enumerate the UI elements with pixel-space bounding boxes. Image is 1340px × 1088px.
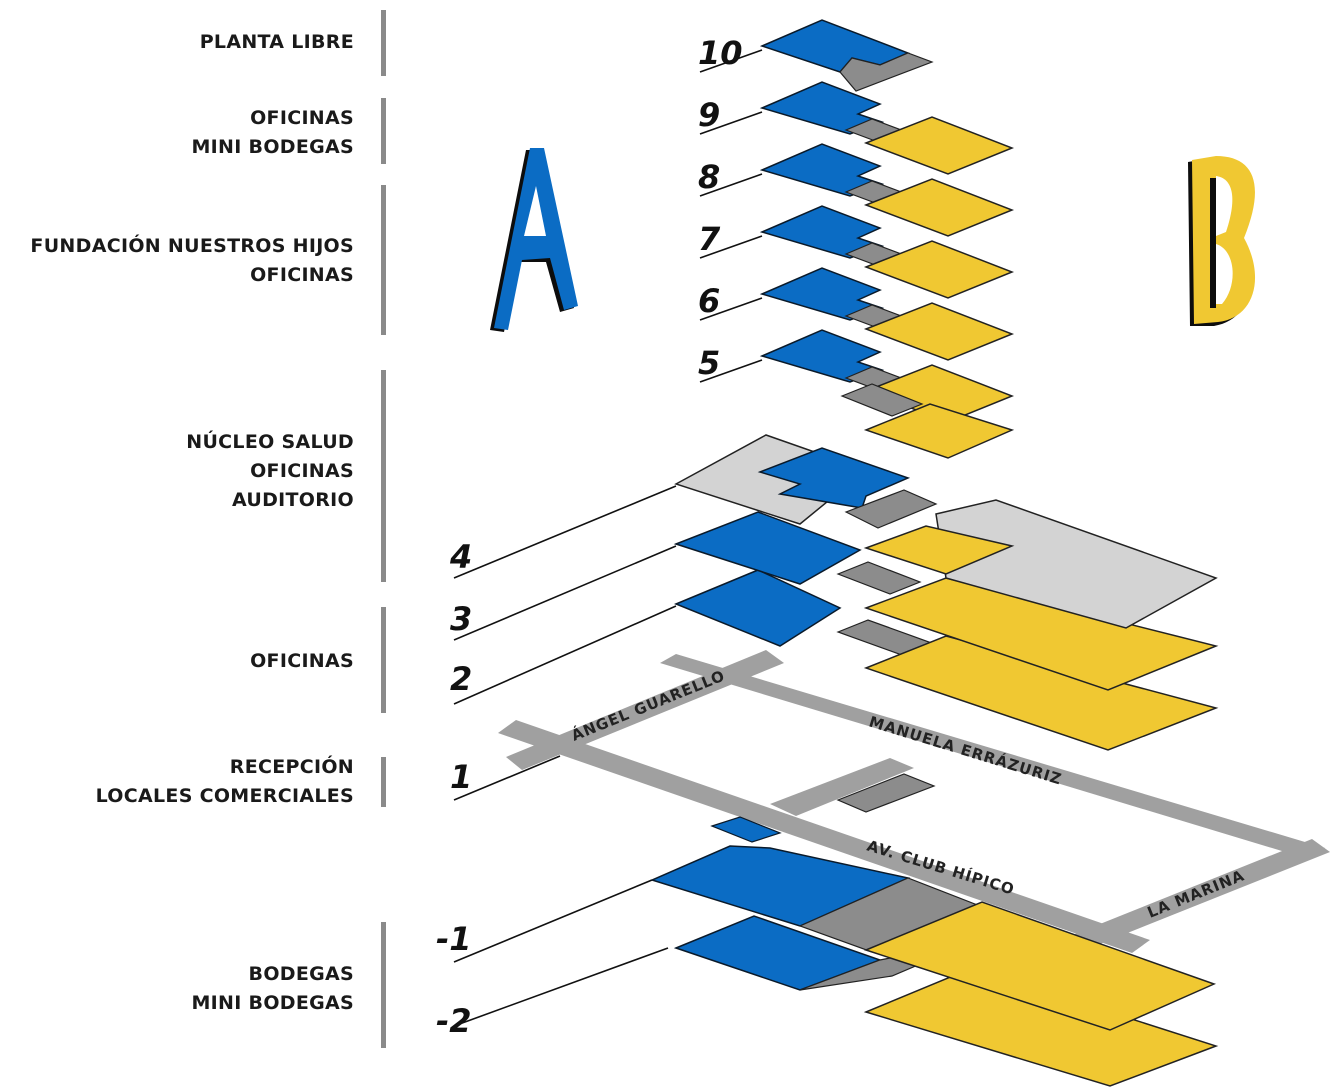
leader-lines [453, 49, 763, 1027]
label-line: OFICINAS [250, 107, 354, 129]
divider-bar [381, 10, 386, 76]
label-line: OFICINAS [250, 264, 354, 286]
label-fundacion: FUNDACIÓN NUESTROS HIJOS OFICINAS [30, 232, 354, 290]
divider-bar [381, 98, 386, 164]
tower-a-logo [490, 148, 578, 332]
floor-number-8: 8 [698, 158, 720, 196]
floor-number-2: 2 [450, 660, 472, 698]
floor-10-plate [761, 19, 933, 92]
label-oficinas: OFICINAS [250, 647, 354, 676]
label-recepcion: RECEPCIÓN LOCALES COMERCIALES [96, 753, 354, 811]
label-line: AUDITORIO [231, 489, 354, 511]
divider-bar [381, 607, 386, 713]
label-line: MINI BODEGAS [191, 136, 354, 158]
divider-bar [381, 185, 386, 335]
floor-3 [673, 511, 1219, 691]
floor-number-10: 10 [698, 34, 743, 72]
label-line: RECEPCIÓN [229, 756, 354, 778]
label-bodegas: BODEGAS MINI BODEGAS [191, 960, 354, 1018]
street-la-marina: LA MARINA [1145, 866, 1247, 921]
divider-bar [381, 757, 386, 807]
label-line: BODEGAS [248, 963, 354, 985]
core-plate [840, 383, 924, 417]
label-line: OFICINAS [250, 460, 354, 482]
floor-number-minus-2: -2 [436, 1002, 472, 1040]
floor-number-6: 6 [698, 282, 720, 320]
label-nucleo-salud: NÚCLEO SALUD OFICINAS AUDITORIO [186, 428, 354, 515]
tower-b-logo [1188, 156, 1256, 326]
floor-2 [674, 569, 1219, 751]
floor-number-7: 7 [698, 220, 721, 258]
floor-4 [674, 434, 1218, 629]
divider-bar [381, 922, 386, 1048]
label-line: OFICINAS [250, 650, 354, 672]
label-line: FUNDACIÓN NUESTROS HIJOS [30, 235, 354, 257]
floor-number-3: 3 [450, 600, 472, 638]
label-line: MINI BODEGAS [191, 992, 354, 1014]
floor-minus-1 [649, 816, 1217, 1031]
floor-number-4: 4 [449, 538, 472, 576]
floor-number-minus-1: -1 [436, 920, 472, 958]
label-line: PLANTA LIBRE [199, 31, 354, 53]
label-line: LOCALES COMERCIALES [95, 785, 354, 807]
street-grid [498, 650, 1330, 960]
label-line: NÚCLEO SALUD [186, 431, 354, 453]
label-planta-libre: PLANTA LIBRE [200, 28, 354, 57]
floor-number-9: 9 [698, 96, 720, 134]
street-angel-guarello: ÁNGEL GUARELLO [568, 666, 727, 745]
divider-bar [381, 370, 386, 582]
floor-number-1: 1 [450, 758, 472, 796]
floor-number-5: 5 [698, 344, 720, 382]
label-oficinas-mini-bodegas: OFICINAS MINI BODEGAS [191, 104, 354, 162]
floor-extra-plate [863, 403, 1015, 459]
